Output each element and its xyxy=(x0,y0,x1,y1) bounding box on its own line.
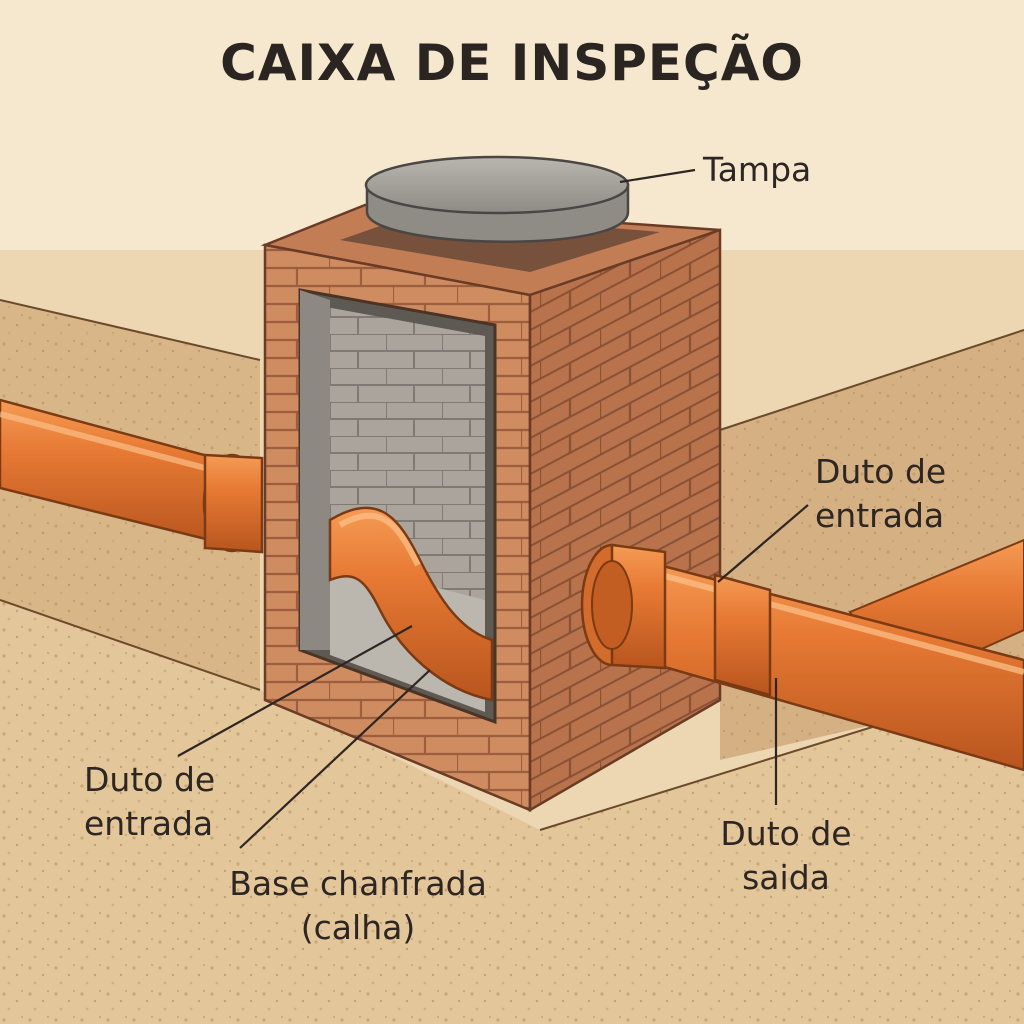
leader-duto-entrada-right xyxy=(717,504,809,583)
label-tampa: Tampa xyxy=(703,148,811,192)
label-base-chanfrada: Base chanfrada (calha) xyxy=(222,862,494,950)
leader-duto-entrada-left xyxy=(177,625,413,757)
label-duto-entrada-left: Duto de entrada xyxy=(84,758,215,846)
label-tampa-text: Tampa xyxy=(703,150,812,189)
lid xyxy=(364,155,630,243)
label-duto-entrada-right: Duto de entrada xyxy=(815,450,946,538)
leader-lines xyxy=(177,168,809,849)
label-duto-saida: Duto de saida xyxy=(716,812,856,900)
leader-tampa xyxy=(619,168,696,184)
brick-chamber xyxy=(260,203,722,813)
inlet-pipe-left xyxy=(0,398,264,554)
label-base-chanfrada-line2: (calha) xyxy=(300,908,416,947)
label-base-chanfrada-line1: Base chanfrada xyxy=(229,864,487,903)
label-duto-entrada-right-line1: Duto de xyxy=(815,452,947,491)
inner-channel-pipe xyxy=(328,506,494,702)
label-duto-entrada-right-line2: entrada xyxy=(815,496,945,535)
outlet-pipe-right xyxy=(580,543,1024,772)
leader-base-chanfrada xyxy=(239,669,431,849)
label-duto-entrada-left-line1: Duto de xyxy=(84,760,216,799)
label-duto-saida-line1: Duto de xyxy=(720,814,852,853)
page-title: CAIXA DE INSPEÇÃO xyxy=(220,34,804,92)
label-duto-saida-line2: saida xyxy=(742,858,830,897)
ground xyxy=(0,250,1024,1024)
label-duto-entrada-left-line2: entrada xyxy=(84,804,214,843)
